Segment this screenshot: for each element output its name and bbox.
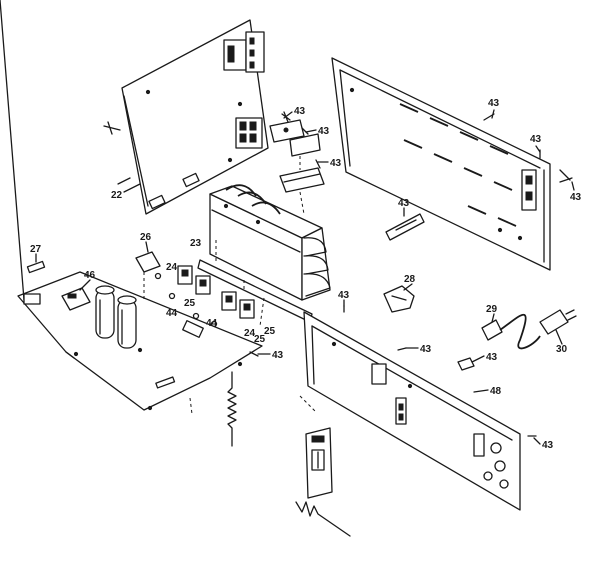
- upper-brackets: [269, 119, 325, 215]
- callout-25-b: 25: [264, 326, 276, 337]
- callout-24-b: 24: [244, 328, 256, 339]
- callout-44-b: 44: [206, 318, 218, 329]
- rear-panel: [331, 57, 573, 271]
- callout-43-h: 43: [338, 290, 350, 301]
- knob: [383, 285, 415, 313]
- callout-22: 22: [111, 190, 123, 201]
- callout-43-i: 43: [420, 344, 432, 355]
- callout-29: 29: [486, 304, 498, 315]
- power-cord: [481, 309, 577, 350]
- callout-48: 48: [490, 386, 502, 397]
- callout-23: 23: [190, 238, 202, 249]
- callout-25-c: 25: [254, 334, 266, 345]
- front-panel: [295, 311, 521, 537]
- callout-43-c: 43: [330, 158, 342, 169]
- callout-43-a: 43: [294, 106, 306, 117]
- callout-27: 27: [30, 244, 42, 255]
- upper-circuit-board: [103, 19, 269, 215]
- callouts: 22 43 43 43 43 43 43 43 43 43 43 43 43 2…: [30, 98, 582, 451]
- callout-28: 28: [404, 274, 416, 285]
- callout-25-a: 25: [184, 298, 196, 309]
- callout-43-d: 43: [488, 98, 500, 109]
- callout-26: 26: [140, 232, 152, 243]
- callout-43-l: 43: [542, 440, 554, 451]
- callout-43-g: 43: [398, 198, 410, 209]
- leader-lines: [35, 109, 575, 445]
- callout-43-j: 43: [272, 350, 284, 361]
- callout-43-e: 43: [530, 134, 542, 145]
- heat-sink-chassis: [209, 184, 331, 301]
- callout-46: 46: [84, 270, 96, 281]
- callout-43-b: 43: [318, 126, 330, 137]
- callout-30: 30: [556, 344, 568, 355]
- callout-43-f: 43: [570, 192, 582, 203]
- transistor-brackets: [154, 240, 313, 328]
- callout-24-a: 24: [166, 262, 178, 273]
- callout-43-k: 43: [486, 352, 498, 363]
- callout-44-a: 44: [166, 308, 178, 319]
- lower-main-board: [0, 0, 263, 447]
